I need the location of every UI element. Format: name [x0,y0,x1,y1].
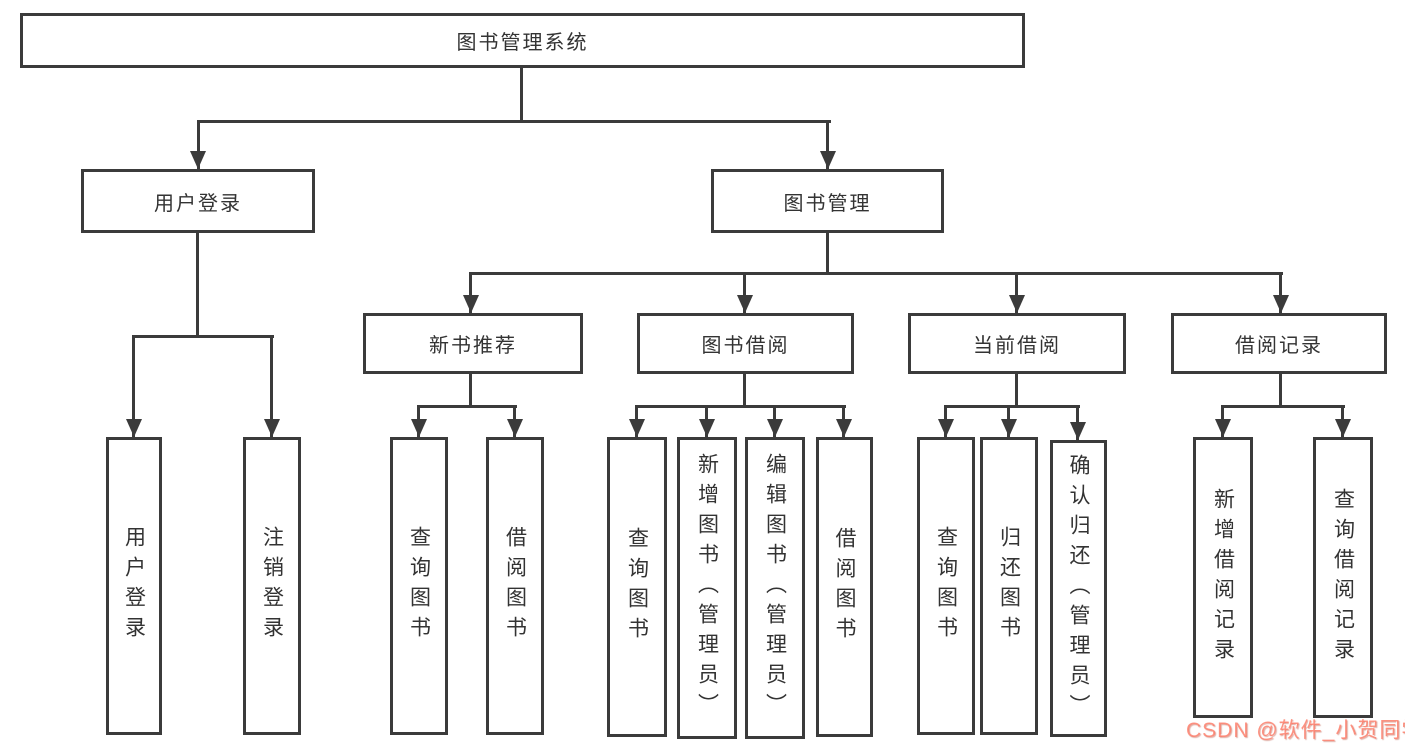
connector-login-stub [196,233,199,338]
connector-current-stub [1015,374,1018,408]
leaf-current-query-books-label: 查询图书 [934,526,958,646]
connector-shaft-current-borrowing [1015,272,1018,315]
arrowhead-bb-edit [767,419,783,437]
arrowhead-user-login [190,151,206,169]
leaf-return-books-label: 归还图书 [997,526,1021,646]
arrowhead-book-management [820,151,836,169]
leaf-add-borrow-record: 新增借阅记录 [1193,437,1253,718]
arrowhead-br-query [1335,419,1351,437]
leaf-edit-books-admin: 编辑图书（管理员） [745,437,805,739]
arrowhead-borrowing-records [1273,295,1289,313]
arrowhead-rec-borrow [507,419,523,437]
node-book-management-label: 图书管理 [783,192,872,215]
connector-root-stub [520,68,523,123]
node-user-login: 用户登录 [81,169,315,233]
node-book-management: 图书管理 [711,169,944,233]
node-borrowing-records: 借阅记录 [1171,313,1387,374]
connector-borrowing-rail [635,405,846,408]
node-new-book-recommendation-label: 新书推荐 [429,335,517,357]
connector-shaft-book-management [826,120,829,169]
leaf-user-login: 用户登录 [106,437,162,735]
arrowhead-recommendation [463,295,479,313]
leaf-borrow-books: 借阅图书 [816,437,873,737]
connector-shaft-borrowing-records [1279,272,1282,315]
leaf-add-books-admin: 新增图书（管理员） [677,437,737,739]
node-user-login-label: 用户登录 [154,192,242,215]
leaf-query-borrow-record-label: 查询借阅记录 [1331,487,1355,668]
leaf-borrow-query-books-label: 查询图书 [625,527,649,647]
connector-records-stub [1279,374,1282,408]
node-new-book-recommendation: 新书推荐 [363,313,583,374]
leaf-edit-books-admin-label: 编辑图书（管理员） [763,453,787,723]
leaf-borrow-query-books: 查询图书 [607,437,667,737]
connector-level2-rail [197,120,831,123]
csdn-watermark: CSDN @软件_小贺同学 [1186,719,1405,742]
leaf-user-login-label: 用户登录 [122,526,146,646]
connector-shaft-recommendation [469,272,472,315]
arrowhead-bb-borrow [836,419,852,437]
arrowhead-cb-return [1001,419,1017,437]
leaf-recommend-query-books: 查询图书 [390,437,448,735]
arrowhead-leaf-login [126,419,142,437]
connector-management-stub [826,233,829,275]
arrowhead-cb-confirm [1070,422,1086,440]
arrowhead-cb-query [938,419,954,437]
connector-recommendation-rail [417,405,517,408]
node-root-label: 图书管理系统 [456,32,589,54]
connector-recommendation-stub [469,374,472,408]
node-book-borrowing-label: 图书借阅 [701,335,790,357]
leaf-recommend-query-books-label: 查询图书 [407,526,431,646]
arrowhead-book-borrowing [737,295,753,313]
leaf-query-borrow-record: 查询借阅记录 [1313,437,1373,718]
connector-level3-rail [469,272,1283,275]
connector-shaft-user-login [197,120,200,169]
connector-records-rail [1221,405,1345,408]
node-current-borrowing-label: 当前借阅 [973,335,1061,357]
arrowhead-leaf-logout [264,419,280,437]
leaf-logout-label: 注销登录 [260,526,284,646]
connector-shaft-leaf-login [132,335,135,437]
node-book-borrowing: 图书借阅 [637,313,854,374]
arrowhead-bb-query [629,419,645,437]
arrowhead-br-add [1215,419,1231,437]
arrowhead-bb-add [699,419,715,437]
leaf-recommend-borrow-books-label: 借阅图书 [503,526,527,646]
leaf-recommend-borrow-books: 借阅图书 [486,437,544,735]
connector-borrowing-stub [743,374,746,408]
node-root: 图书管理系统 [20,13,1025,68]
connector-shaft-book-borrowing [743,272,746,315]
node-borrowing-records-label: 借阅记录 [1235,335,1323,357]
leaf-add-books-admin-label: 新增图书（管理员） [695,453,719,723]
leaf-confirm-return-admin: 确认归还（管理员） [1050,440,1107,737]
leaf-current-query-books: 查询图书 [917,437,975,735]
leaf-confirm-return-admin-label: 确认归还（管理员） [1067,453,1090,724]
connector-shaft-leaf-logout [270,335,273,437]
leaf-return-books: 归还图书 [980,437,1038,735]
leaf-borrow-books-label: 借阅图书 [833,527,856,647]
leaf-add-borrow-record-label: 新增借阅记录 [1211,487,1235,668]
arrowhead-current-borrowing [1009,295,1025,313]
connector-login-rail [132,335,274,338]
arrowhead-rec-query [411,419,427,437]
connector-current-rail [944,405,1080,408]
leaf-logout: 注销登录 [243,437,301,735]
node-current-borrowing: 当前借阅 [908,313,1126,374]
